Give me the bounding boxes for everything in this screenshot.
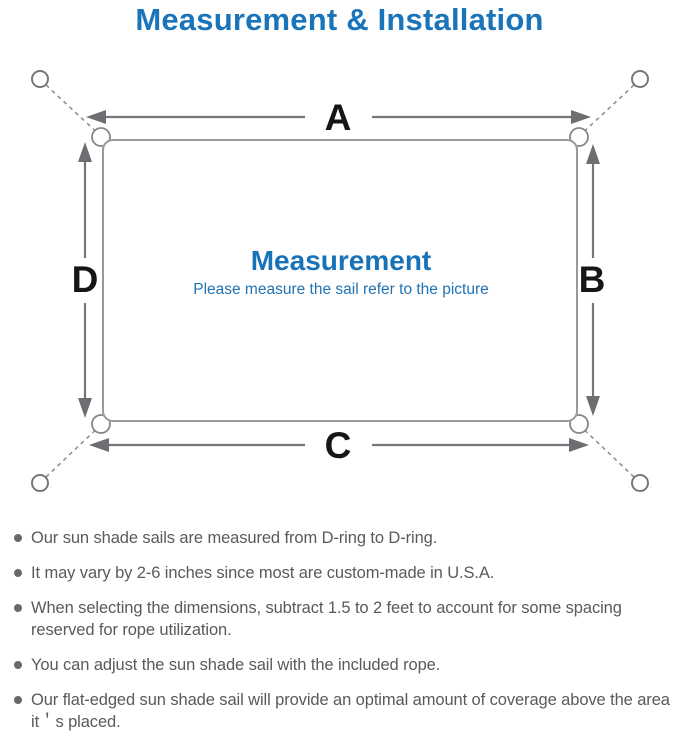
- d-ring-icon: [569, 127, 589, 147]
- arrowhead-left-icon: [86, 110, 106, 124]
- sail-outline: [102, 139, 578, 422]
- arrowhead-down-icon: [586, 396, 600, 416]
- anchor-point-icon: [631, 474, 649, 492]
- list-item: It may vary by 2-6 inches since most are…: [14, 562, 674, 584]
- notes-list: Our sun shade sails are measured from D-…: [14, 527, 674, 739]
- dim-label-d: D: [72, 259, 99, 300]
- arrowhead-up-icon: [78, 142, 92, 162]
- arrowhead-left-icon: [89, 438, 109, 452]
- d-ring-icon: [91, 127, 111, 147]
- anchor-point-icon: [631, 70, 649, 88]
- bullet-icon: [14, 604, 22, 612]
- dim-label-a: A: [325, 97, 352, 138]
- note-text: Our sun shade sails are measured from D-…: [31, 529, 438, 547]
- anchor-point-icon: [31, 474, 49, 492]
- list-item: Our sun shade sails are measured from D-…: [14, 527, 674, 549]
- bullet-icon: [14, 661, 22, 669]
- list-item: When selecting the dimensions, subtract …: [14, 597, 674, 641]
- list-item: You can adjust the sun shade sail with t…: [14, 654, 674, 676]
- bullet-icon: [14, 534, 22, 542]
- arrowhead-up-icon: [586, 144, 600, 164]
- arrowhead-right-icon: [569, 438, 589, 452]
- page-title: Measurement & Installation: [135, 2, 544, 37]
- diagram-center-subtitle: Please measure the sail refer to the pic…: [193, 281, 489, 298]
- arrowhead-down-icon: [78, 398, 92, 418]
- dim-label-b: B: [579, 259, 606, 300]
- dim-label-c: C: [325, 425, 352, 466]
- arrowhead-right-icon: [571, 110, 591, 124]
- note-text: Our flat-edged sun shade sail will provi…: [31, 691, 670, 731]
- note-text: It may vary by 2-6 inches since most are…: [31, 564, 495, 582]
- list-item: Our flat-edged sun shade sail will provi…: [14, 689, 674, 733]
- anchor-point-icon: [31, 70, 49, 88]
- bullet-icon: [14, 696, 22, 704]
- sail-measurement-diagram: A C D B Measurement Please measure the s…: [31, 70, 649, 492]
- note-text: You can adjust the sun shade sail with t…: [31, 656, 441, 674]
- d-ring-icon: [91, 414, 111, 434]
- note-text: When selecting the dimensions, subtract …: [31, 599, 622, 639]
- diagram-center-title: Measurement: [251, 245, 432, 276]
- bullet-icon: [14, 569, 22, 577]
- d-ring-icon: [569, 414, 589, 434]
